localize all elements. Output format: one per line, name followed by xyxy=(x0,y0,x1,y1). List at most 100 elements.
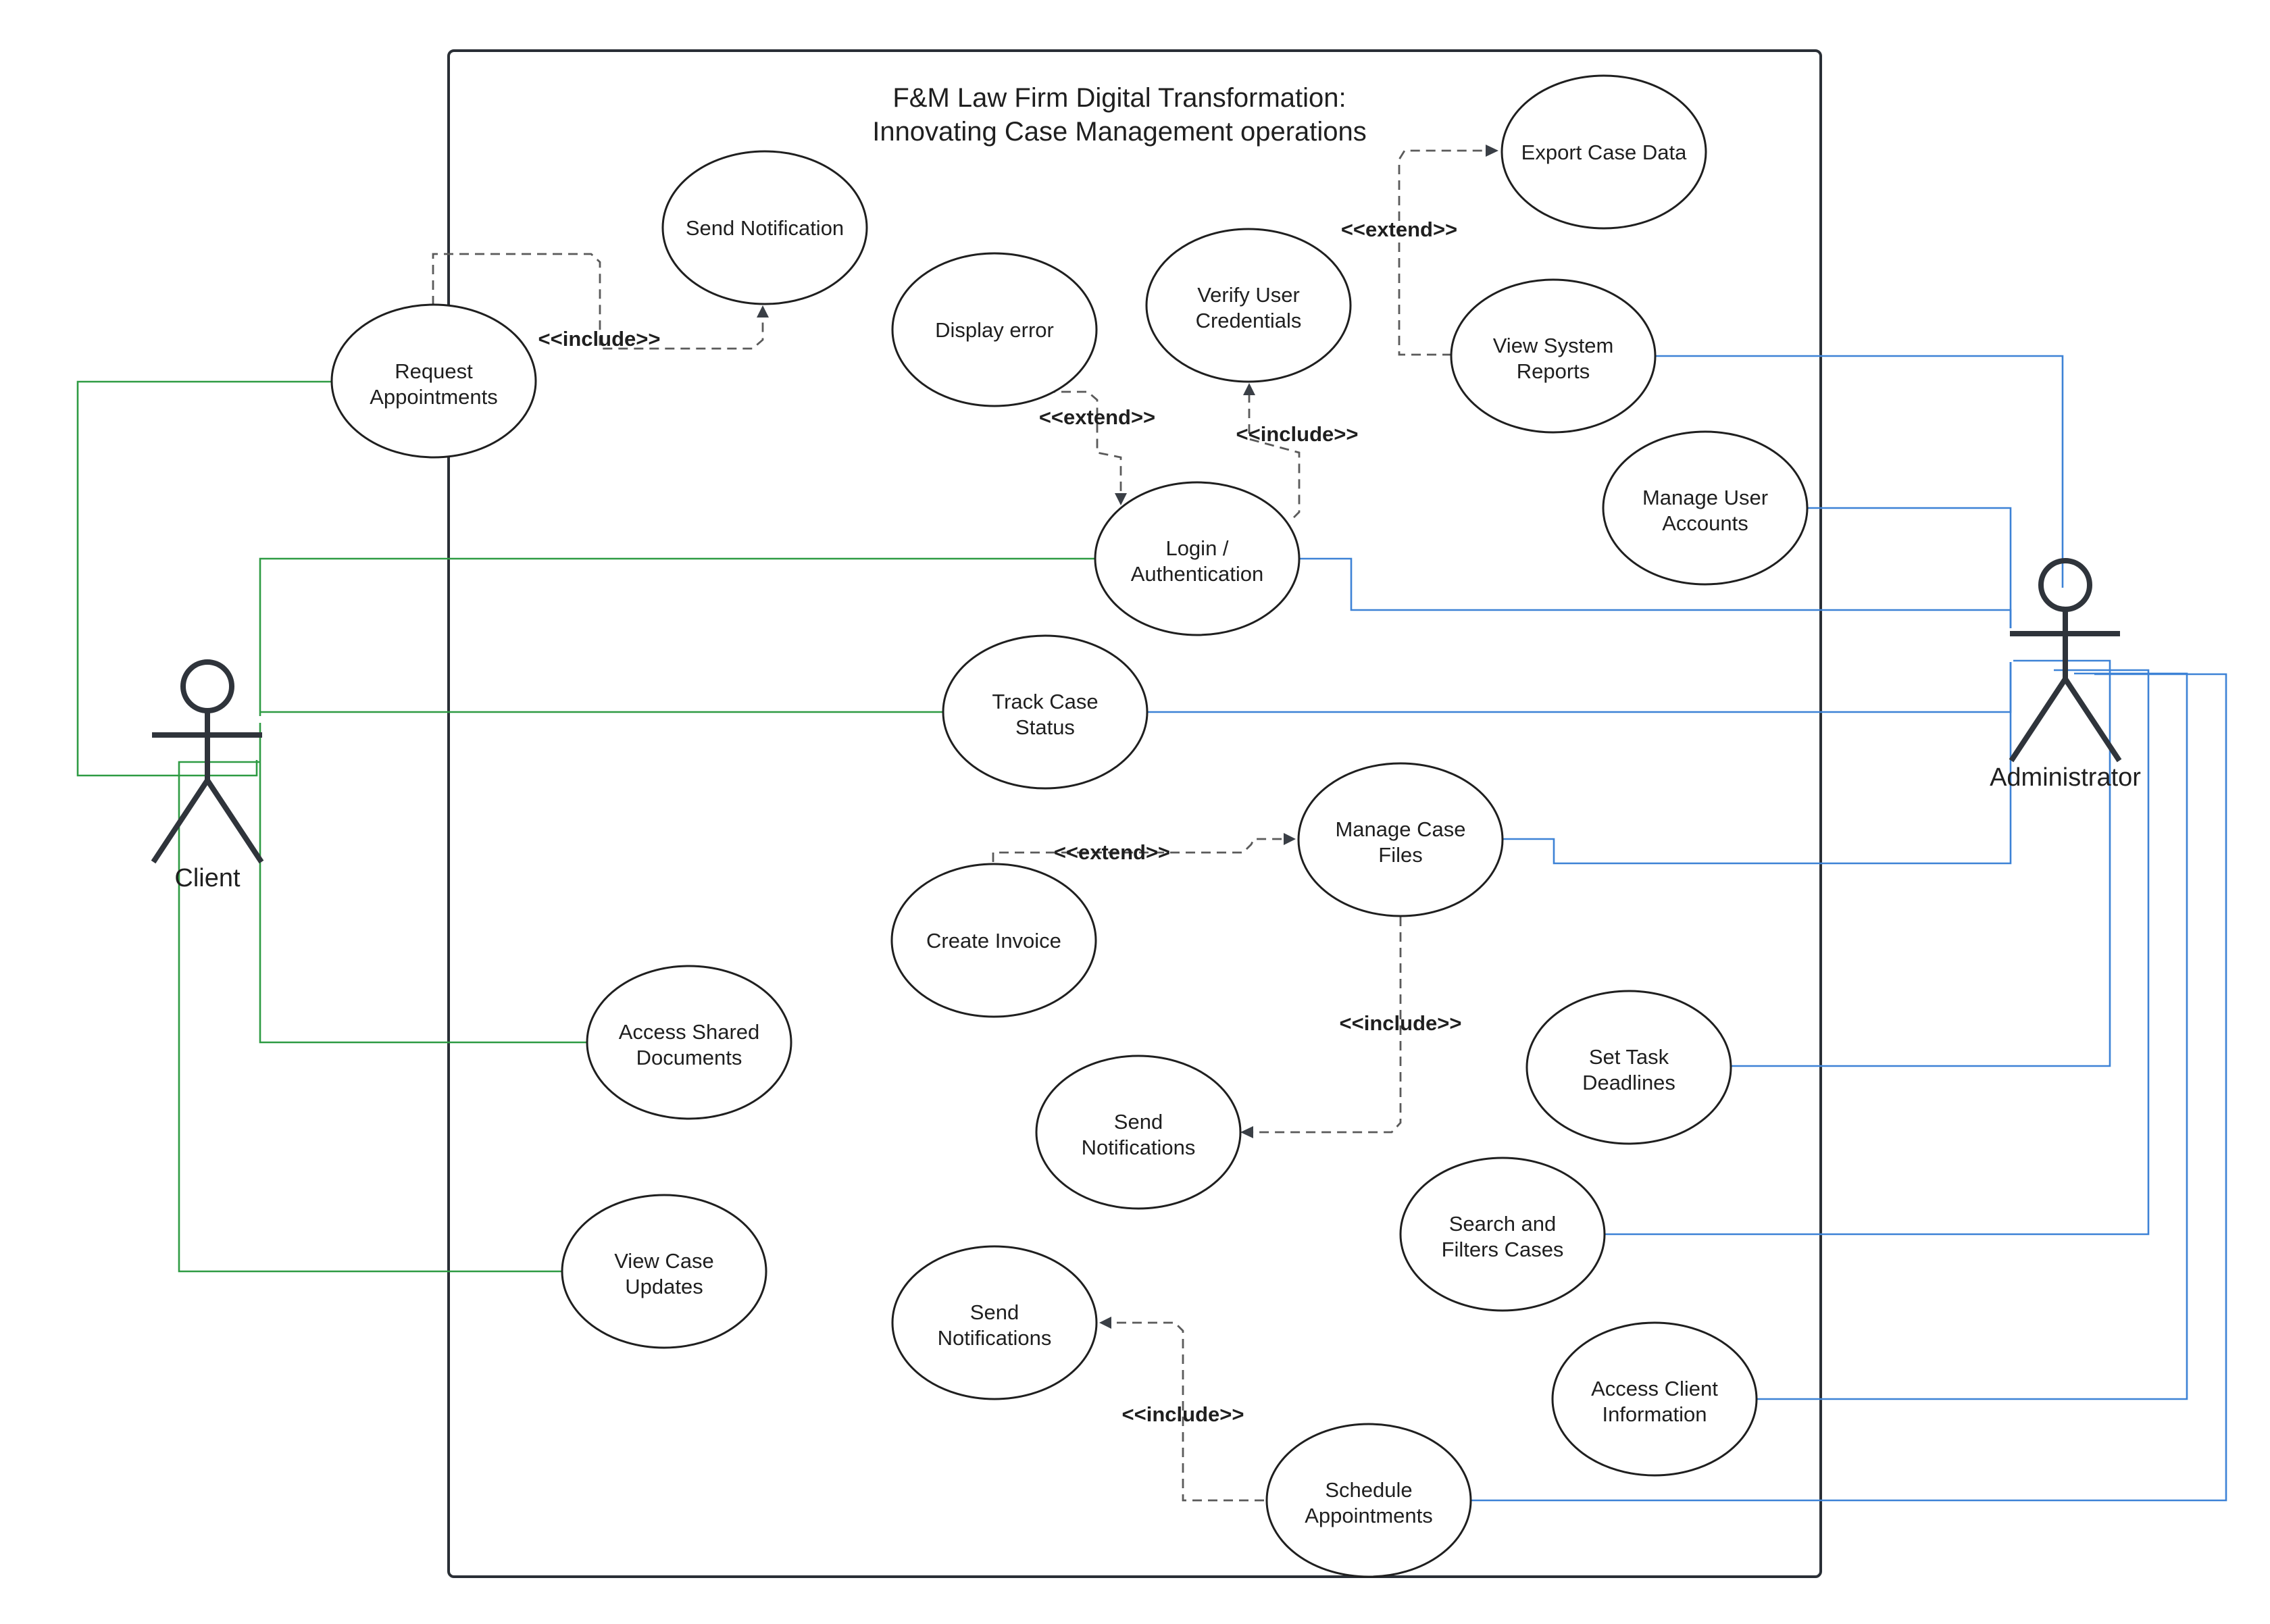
administrator-head-icon xyxy=(2038,558,2092,612)
use-case-view-case-updates[interactable]: View Case Updates xyxy=(561,1194,767,1349)
use-case-label: Appointments xyxy=(370,385,498,409)
use-case-display-error[interactable]: Display error xyxy=(891,252,1098,407)
use-case-label: Export Case Data xyxy=(1521,141,1687,164)
dep-request-to-notification xyxy=(432,253,764,350)
use-case-label: Request xyxy=(395,359,473,383)
diagram-title-line1: F&M Law Firm Digital Transformation: xyxy=(892,83,1346,113)
client-associations xyxy=(76,380,1095,1273)
use-case-label: Files xyxy=(1378,843,1422,867)
dep-arrowhead xyxy=(1284,833,1296,845)
admin-link-search-filter xyxy=(1603,669,2150,1236)
client-right-leg xyxy=(205,778,264,864)
use-case-schedule-appointments[interactable]: Schedule Appointments xyxy=(1265,1423,1472,1578)
dep-casefiles-to-notifications xyxy=(1253,917,1402,1134)
use-case-label: Schedule xyxy=(1325,1478,1412,1502)
client-left-leg xyxy=(151,778,210,864)
dep-error-to-login xyxy=(1046,390,1122,493)
use-case-set-task-deadlines[interactable]: Set Task Deadlines xyxy=(1525,990,1732,1145)
diagram-title-line2: Innovating Case Management operations xyxy=(872,117,1367,147)
dep-arrowhead xyxy=(1099,1317,1111,1329)
use-case-label: Notifications xyxy=(1082,1136,1196,1159)
use-cases: Send Notification Request Appointments D… xyxy=(330,74,1809,1578)
rel-label-extend: <<extend>> xyxy=(1039,405,1155,429)
admin-link-task-deadlines xyxy=(1730,659,2111,1067)
use-case-label: Notifications xyxy=(938,1326,1052,1350)
use-case-view-system-reports[interactable]: View System Reports xyxy=(1450,278,1657,434)
use-case-send-notifications[interactable]: Send Notifications xyxy=(891,1245,1098,1400)
use-case-export-case-data[interactable]: Export Case Data xyxy=(1500,74,1707,230)
use-case-label: Access Shared xyxy=(619,1020,760,1044)
use-case-manage-case-files[interactable]: Manage Case Files xyxy=(1297,762,1504,917)
use-case-label: Updates xyxy=(625,1275,703,1298)
use-case-label: Set Task xyxy=(1589,1045,1669,1069)
use-case-access-client-information[interactable]: Access Client Information xyxy=(1551,1321,1758,1477)
rel-label-include: <<include>> xyxy=(1122,1402,1244,1426)
dep-arrowhead xyxy=(757,305,769,318)
use-case-label: Send xyxy=(970,1300,1019,1324)
use-case-label: Filters Cases xyxy=(1442,1238,1564,1261)
dependencies xyxy=(432,145,1498,1502)
dep-login-to-verify xyxy=(1248,395,1301,518)
dep-invoice-to-casefiles xyxy=(992,838,1284,862)
use-case-create-invoice[interactable]: Create Invoice xyxy=(890,863,1097,1018)
use-case-label: Manage User xyxy=(1642,486,1768,509)
use-case-label: Authentication xyxy=(1131,562,1263,586)
use-case-label: Reports xyxy=(1517,359,1590,383)
dep-schedule-to-notifications xyxy=(1111,1321,1264,1502)
use-case-label: Appointments xyxy=(1305,1504,1433,1527)
client-head-icon xyxy=(180,659,234,713)
admin-link-track-case xyxy=(1146,662,2012,713)
use-case-label: Verify User xyxy=(1197,283,1300,307)
use-case-label: Send Notification xyxy=(686,216,844,240)
admin-link-case-files xyxy=(1501,662,2012,865)
use-case-verify-credentials[interactable]: Verify User Credentials xyxy=(1145,228,1352,383)
admin-link-user-accounts xyxy=(1807,507,2012,628)
client-link-case-updates xyxy=(178,761,562,1273)
rel-label-include: <<include>> xyxy=(1340,1011,1462,1035)
admin-link-system-reports xyxy=(1653,355,2064,588)
actor-label-client: Client xyxy=(174,864,241,892)
client-link-login xyxy=(259,557,1095,716)
actor-client[interactable]: Client xyxy=(151,659,264,892)
use-case-label: Manage Case xyxy=(1335,817,1465,841)
use-case-label: Documents xyxy=(636,1046,742,1069)
admin-link-schedule xyxy=(1470,673,2227,1502)
actor-administrator[interactable]: Administrator xyxy=(1990,558,2141,792)
admin-link-login xyxy=(1297,557,2012,628)
use-case-send-notifications[interactable]: Send Notifications xyxy=(1035,1055,1242,1210)
use-case-label: Login / xyxy=(1165,536,1228,560)
use-case-label: Information xyxy=(1602,1402,1707,1426)
use-case-track-case-status[interactable]: Track Case Status xyxy=(942,634,1149,790)
use-case-label: Status xyxy=(1015,715,1075,739)
use-case-label: Search and xyxy=(1449,1212,1557,1236)
use-case-label: Display error xyxy=(935,318,1054,342)
client-link-request-appointments xyxy=(76,380,332,777)
system-boundary xyxy=(447,49,1822,1578)
dep-arrowhead xyxy=(1240,1126,1253,1138)
use-case-label: Access Client xyxy=(1591,1377,1718,1400)
dep-arrowhead xyxy=(1486,145,1498,157)
use-case-access-shared-documents[interactable]: Access Shared Documents xyxy=(586,965,792,1120)
dep-arrowhead xyxy=(1115,493,1127,505)
use-case-send-notification[interactable]: Send Notification xyxy=(661,150,868,305)
rel-label-include: <<include>> xyxy=(538,327,661,351)
use-case-label: Accounts xyxy=(1662,511,1748,535)
use-case-label: Send xyxy=(1114,1110,1163,1134)
use-case-label: View System xyxy=(1493,334,1614,357)
administrator-right-leg xyxy=(2063,677,2122,763)
use-case-label: Track Case xyxy=(992,690,1098,713)
use-case-label: Credentials xyxy=(1196,309,1302,332)
rel-label-extend: <<extend>> xyxy=(1341,218,1457,241)
administrator-left-leg xyxy=(2009,677,2068,763)
use-case-login-authentication[interactable]: Login / Authentication xyxy=(1094,481,1301,636)
use-case-manage-user-accounts[interactable]: Manage User Accounts xyxy=(1602,430,1809,586)
dep-reports-to-export xyxy=(1398,149,1486,356)
rel-label-include: <<include>> xyxy=(1236,422,1359,446)
use-case-search-filter-cases[interactable]: Search and Filters Cases xyxy=(1399,1157,1606,1312)
client-link-shared-documents xyxy=(259,723,587,1044)
use-case-label: Create Invoice xyxy=(926,929,1061,953)
actor-label-administrator: Administrator xyxy=(1990,763,2141,792)
relationship-labels: <<include>> <<extend>> <<extend>> <<incl… xyxy=(538,218,1462,1426)
use-case-request-appointments[interactable]: Request Appointments xyxy=(330,303,537,459)
